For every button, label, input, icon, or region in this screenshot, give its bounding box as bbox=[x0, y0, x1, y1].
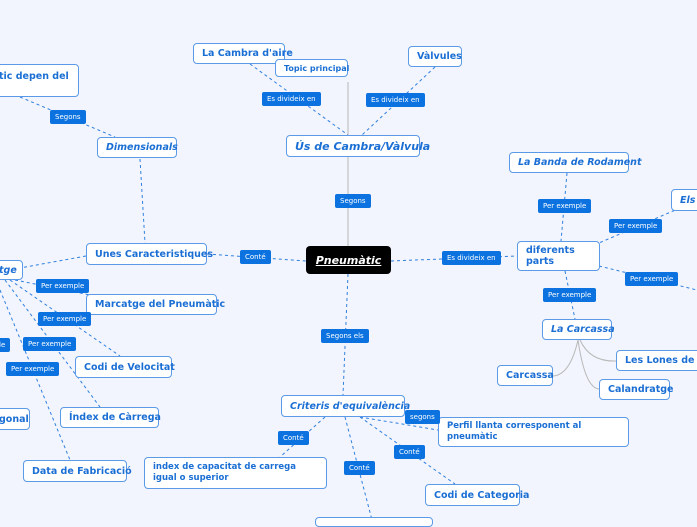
node-calandratge[interactable]: Calandratge bbox=[599, 379, 674, 400]
node-topic-principal[interactable]: Topic principal bbox=[275, 59, 349, 77]
node-perfil-llanta[interactable]: Perfil llanta corresponent al pneumàtic bbox=[438, 417, 629, 447]
node-unes-caracteristiques[interactable]: Unes Caracteristiques bbox=[86, 243, 213, 265]
node-dimensionals[interactable]: Dimensionals bbox=[97, 137, 178, 158]
node-us-cambra[interactable]: Ús de Cambra/Vàlvula bbox=[286, 135, 430, 157]
link-label: Conté bbox=[240, 250, 271, 264]
node-data-fabricacio[interactable]: Data de Fabricació bbox=[23, 460, 132, 482]
link-label: le bbox=[0, 338, 11, 352]
node-cambra-aire[interactable]: La Cambra d'aire bbox=[193, 43, 293, 64]
link-label: Es divideix en bbox=[262, 92, 321, 106]
node-valvules[interactable]: Vàlvules bbox=[408, 46, 462, 67]
link-label: Conté bbox=[394, 445, 425, 459]
link-label: Per exemple bbox=[609, 219, 663, 233]
link-label: Per exemple bbox=[38, 312, 92, 326]
node-banda-rodament[interactable]: La Banda de Rodament bbox=[509, 152, 641, 173]
link-label: Segons bbox=[50, 110, 86, 124]
link-label: segons bbox=[405, 410, 440, 424]
node-marcatge[interactable]: Marcatge del Pneumàtic bbox=[86, 294, 225, 315]
node-gonal[interactable]: gonal bbox=[0, 408, 30, 430]
node-tge[interactable]: tge bbox=[0, 260, 23, 280]
node-carcassa[interactable]: Carcassa bbox=[497, 365, 554, 386]
node-codi-velocitat[interactable]: Codi de Velocitat bbox=[75, 356, 175, 378]
node-criteris[interactable]: Criteris d'equivalència bbox=[281, 395, 410, 417]
node-la-carcassa[interactable]: La Carcassa bbox=[542, 319, 615, 340]
link-label: Per exemple bbox=[36, 279, 90, 293]
link-label: Es divideix en bbox=[366, 93, 425, 107]
node-depen[interactable]: tic depen del bbox=[0, 64, 79, 97]
link-label: Per exemple bbox=[6, 362, 60, 376]
link-label: Per exemple bbox=[543, 288, 597, 302]
link-label: Es divideix en bbox=[442, 251, 501, 265]
node-codi-categoria[interactable]: Codi de Categoria bbox=[425, 484, 529, 506]
node-lones[interactable]: Les Lones de Cin bbox=[616, 350, 697, 371]
node-els[interactable]: Els I bbox=[671, 189, 697, 211]
root-pneumatic[interactable]: Pneumàtic bbox=[306, 246, 391, 274]
node-index-capacitat[interactable]: index de capacitat de carrega igual o su… bbox=[144, 457, 327, 489]
node-diferents-parts[interactable]: diferents parts bbox=[517, 241, 600, 271]
link-label: Per exemple bbox=[625, 272, 679, 286]
node-index-carrega[interactable]: Índex de Càrrega bbox=[60, 407, 161, 428]
link-label: Per exemple bbox=[538, 199, 592, 213]
link-label: Conté bbox=[278, 431, 309, 445]
link-label: Conté bbox=[344, 461, 375, 475]
link-label: Per exemple bbox=[23, 337, 77, 351]
link-label: Segons els bbox=[321, 329, 369, 343]
link-label: Segons bbox=[335, 194, 371, 208]
node-bottom-partial[interactable] bbox=[315, 517, 433, 527]
